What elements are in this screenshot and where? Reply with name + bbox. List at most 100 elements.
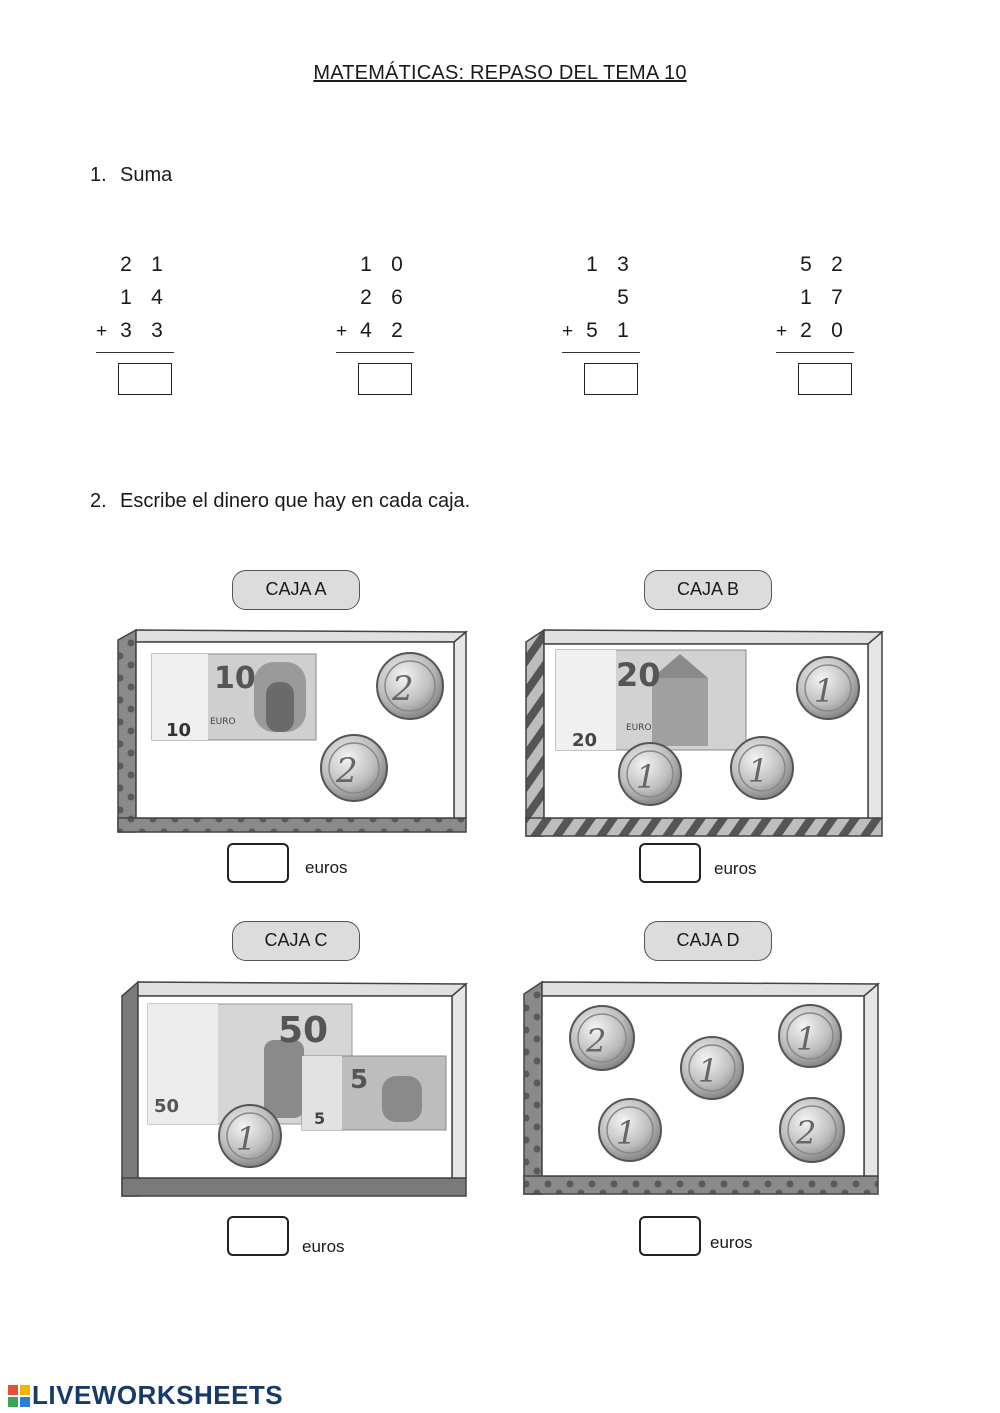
question-2-number: 2. xyxy=(90,490,107,512)
liveworksheets-logo: LIVEWORKSHEETS xyxy=(8,1380,283,1411)
caja-b-box: 20 20 EURO 1 1 1 xyxy=(525,628,885,837)
box-bottom xyxy=(525,817,883,837)
digit: 2 xyxy=(360,286,372,309)
sum-answer-box[interactable] xyxy=(118,363,172,395)
coin-value: 1 xyxy=(236,1120,256,1158)
question-1-text: Suma xyxy=(120,164,173,186)
bill-value: 20 xyxy=(572,730,597,751)
digit: 5 xyxy=(586,319,598,342)
coin-2-euro: 2 xyxy=(569,1005,635,1071)
coin-value: 1 xyxy=(748,752,768,790)
coin-value: 2 xyxy=(391,669,414,709)
caja-d-unit: euros xyxy=(710,1233,753,1252)
coin-value: 1 xyxy=(616,1114,636,1152)
sum-line xyxy=(336,352,414,353)
digit: 5 xyxy=(800,253,812,276)
svg-text:EURO: EURO xyxy=(210,717,236,727)
box-side xyxy=(453,630,467,819)
coin-1-euro: 1 xyxy=(778,1004,842,1068)
box-rim xyxy=(541,981,881,997)
caja-c-unit: euros xyxy=(302,1237,345,1256)
coin-2-euro: 2 xyxy=(376,652,444,720)
liveworksheets-logo-icon xyxy=(8,1385,30,1407)
coin-value: 2 xyxy=(585,1022,606,1060)
coin-1-euro: 1 xyxy=(598,1098,662,1162)
digit: 1 xyxy=(800,286,812,309)
box-side xyxy=(523,980,543,1195)
coin-1-euro: 1 xyxy=(218,1104,282,1168)
plus-sign: + xyxy=(96,321,108,342)
digit: 0 xyxy=(831,319,843,342)
sum-answer-box[interactable] xyxy=(798,363,852,395)
digit: 5 xyxy=(617,286,629,309)
caja-b-unit: euros xyxy=(714,859,757,878)
digit: 2 xyxy=(391,319,403,342)
bill-value: 10 xyxy=(166,720,191,741)
plus-sign: + xyxy=(336,321,348,342)
bill-value: 10 xyxy=(214,661,256,696)
caja-b-answer[interactable] xyxy=(639,843,701,883)
sum-line xyxy=(96,352,174,353)
digit: 4 xyxy=(151,286,163,309)
digit: 1 xyxy=(151,253,163,276)
brand-name: LIVEWORKSHEETS xyxy=(32,1380,284,1410)
question-1: 1. Suma xyxy=(90,164,172,187)
caja-c-label: CAJA C xyxy=(232,921,360,961)
sum-answer-box[interactable] xyxy=(358,363,412,395)
caja-c-box: 50 50 5 5 1 xyxy=(121,980,469,1197)
box-side xyxy=(867,630,883,819)
box-bottom xyxy=(523,1175,879,1195)
sum-answer-box[interactable] xyxy=(584,363,638,395)
coin-value: 1 xyxy=(698,1052,718,1090)
bill-value: 50 xyxy=(154,1096,179,1117)
caja-a-box: 10 10 EURO 2 2 xyxy=(117,628,469,833)
digit: 1 xyxy=(120,286,132,309)
digit: 2 xyxy=(831,253,843,276)
bill-value: 50 xyxy=(278,1010,328,1051)
caja-a-answer[interactable] xyxy=(227,843,289,883)
coin-2-euro: 2 xyxy=(320,734,388,802)
box-side xyxy=(525,628,545,837)
caja-c-answer[interactable] xyxy=(227,1216,289,1256)
coin-2-euro: 2 xyxy=(779,1097,845,1163)
coin-value: 2 xyxy=(795,1114,816,1152)
caja-d-box: 2 1 1 1 2 xyxy=(523,980,881,1195)
digit: 1 xyxy=(617,319,629,342)
bill-20-euro: 20 20 EURO xyxy=(555,649,747,751)
coin-1-euro: 1 xyxy=(680,1036,744,1100)
bill-5-euro: 5 5 xyxy=(301,1055,447,1131)
caja-d-answer[interactable] xyxy=(639,1216,701,1256)
box-rim xyxy=(543,629,885,645)
coin-value: 2 xyxy=(335,751,358,791)
coin-value: 1 xyxy=(796,1020,816,1058)
bill-value: 5 xyxy=(350,1065,368,1095)
caja-a-unit: euros xyxy=(305,858,348,877)
svg-text:EURO: EURO xyxy=(626,723,652,733)
question-2-text: Escribe el dinero que hay en cada caja. xyxy=(120,490,471,512)
digit: 1 xyxy=(360,253,372,276)
box-rim xyxy=(137,981,469,997)
bill-value: 20 xyxy=(616,656,661,694)
coin-1-euro: 1 xyxy=(618,742,682,806)
coin-1-euro: 1 xyxy=(730,736,794,800)
digit: 3 xyxy=(617,253,629,276)
digit: 4 xyxy=(360,319,372,342)
digit: 2 xyxy=(120,253,132,276)
digit: 2 xyxy=(800,319,812,342)
coin-1-euro: 1 xyxy=(796,656,860,720)
question-1-number: 1. xyxy=(90,164,107,186)
caja-d-label: CAJA D xyxy=(644,921,772,961)
box-bottom xyxy=(121,1177,467,1197)
sum-line xyxy=(776,352,854,353)
page-title: MATEMÁTICAS: REPASO DEL TEMA 10 xyxy=(313,62,687,84)
digit: 3 xyxy=(120,319,132,342)
